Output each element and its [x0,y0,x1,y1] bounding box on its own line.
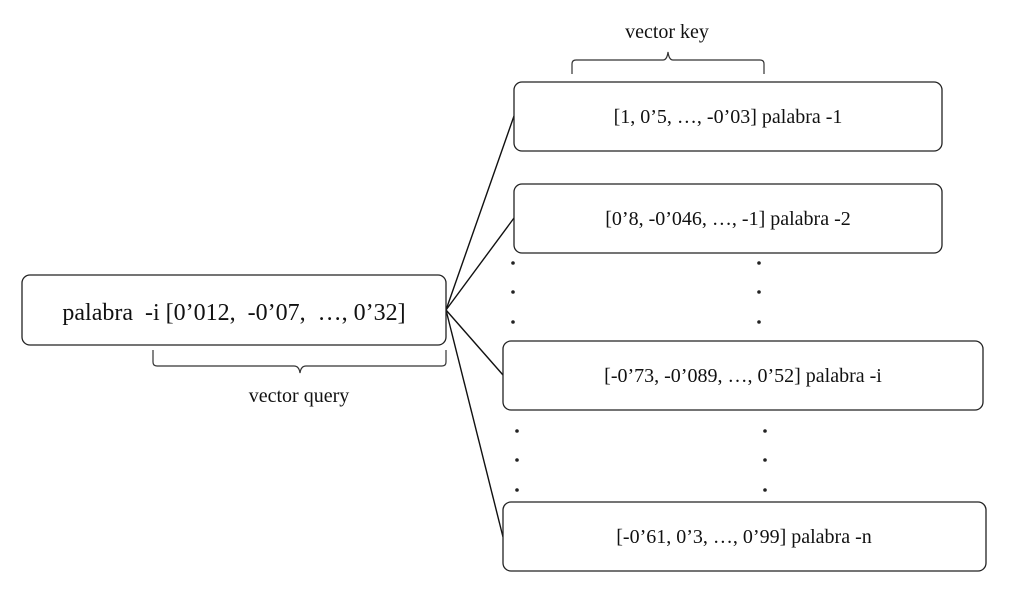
key-label: vector key [625,21,709,43]
key-node-1: [1, 0’5, …, -0’03] palabra -1 [513,81,943,152]
query-brace [152,350,447,374]
query-node: palabra -i [0’012, -0’07, …, 0’32] [21,274,447,346]
key-node-i: [-0’73, -0’089, …, 0’52] palabra -i [502,340,984,411]
key-node-2: [0’8, -0’046, …, -1] palabra -2 [513,183,943,254]
key-node-2-text: [0’8, -0’046, …, -1] palabra -2 [605,208,850,230]
query-node-text: palabra -i [0’012, -0’07, …, 0’32] [62,300,405,326]
ellipsis-dots-upper [511,261,761,324]
edge-to-key-n [445,309,504,538]
key-node-1-text: [1, 0’5, …, -0’03] palabra -1 [614,106,843,128]
query-label: vector query [249,385,350,407]
key-brace [571,51,765,74]
edge-to-key-i [445,309,504,376]
key-node-i-text: [-0’73, -0’089, …, 0’52] palabra -i [604,365,882,387]
key-node-n: [-0’61, 0’3, …, 0’99] palabra -n [502,501,987,572]
ellipsis-dots-lower [515,429,767,492]
key-node-n-text: [-0’61, 0’3, …, 0’99] palabra -n [616,526,871,548]
edge-to-key-2 [445,217,515,311]
edge-to-key-1 [445,115,515,311]
